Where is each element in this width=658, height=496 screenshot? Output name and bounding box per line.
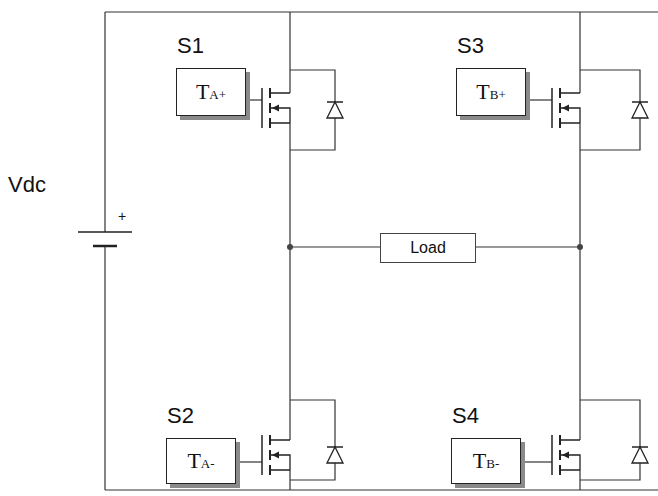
battery-symbol: [78, 232, 132, 246]
switch-name: S2: [167, 403, 194, 429]
gate-lead: [528, 99, 552, 100]
polarity-mark: +: [118, 208, 126, 224]
diode-symbol: [327, 447, 343, 463]
mosfet-symbol: [262, 435, 290, 475]
gate-signal-name: TA+: [196, 79, 226, 105]
gate-driver-box: S2TA-: [166, 438, 236, 484]
diode-symbol: [632, 447, 648, 463]
diode-wire: [290, 70, 335, 150]
left-supply-wire: [104, 12, 105, 490]
battery-short-plate: [93, 245, 117, 248]
mosfet-symbol: [552, 88, 580, 128]
diode-wire: [290, 400, 335, 480]
right-leg-wire: [579, 12, 580, 490]
diode-symbol: [327, 102, 343, 118]
junction-dot: [287, 244, 293, 250]
mosfet-symbol: [552, 435, 580, 475]
junction-dot: [577, 244, 583, 250]
top-rail: [105, 11, 658, 12]
gate-signal-name: TB+: [476, 79, 505, 105]
diode-symbol: [632, 102, 648, 118]
load-label: Load: [410, 239, 446, 257]
gate-driver-box: S3TB+: [456, 68, 526, 116]
diode-wire: [580, 400, 640, 480]
gate-driver-box: S4TB-: [451, 438, 521, 484]
gate-driver-box: S1TA+: [176, 68, 246, 116]
battery-long-plate: [78, 231, 132, 233]
supply-label: Vdc: [8, 172, 46, 198]
wires: [105, 12, 658, 490]
gate-signal-name: TB-: [473, 448, 499, 474]
switch-name: S1: [177, 33, 204, 59]
left-leg-wire: [289, 12, 290, 490]
switch-name: S3: [457, 33, 484, 59]
diode-wire: [580, 70, 640, 150]
gate-lead: [238, 461, 262, 462]
load-box: Load: [380, 233, 476, 263]
gate-lead: [523, 461, 552, 462]
switch-name: S4: [452, 403, 479, 429]
gate-signal-name: TA-: [187, 448, 214, 474]
mosfet-symbol: [262, 88, 290, 128]
bottom-rail: [105, 489, 658, 490]
gate-lead: [248, 99, 262, 100]
